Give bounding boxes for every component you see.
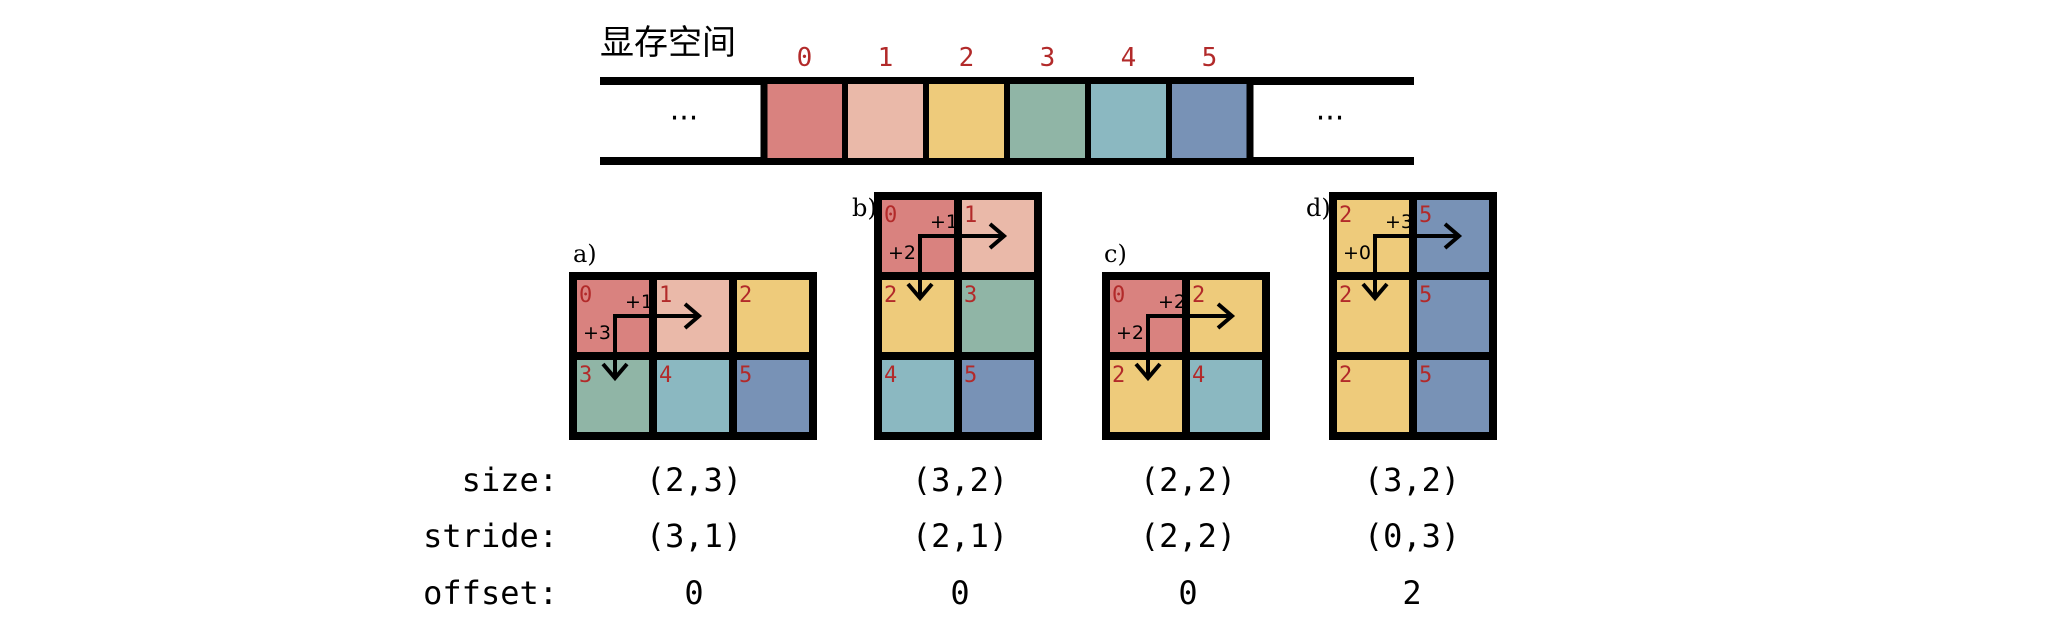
view-cell-index: 2 <box>1192 283 1205 308</box>
memory-index-5: 5 <box>1202 43 1218 73</box>
view-cell-index: 0 <box>1112 283 1125 308</box>
memory-cell-0 <box>761 78 848 164</box>
view-b: b) 0 1 2 3 4 5 +1 +2 (3,2) (2,1) 0 <box>852 192 1042 612</box>
view-cell-index: 1 <box>964 203 977 228</box>
view-offset-value: 0 <box>950 574 969 612</box>
view-stride-value: (0,3) <box>1364 517 1460 555</box>
view-offset-value: 0 <box>684 574 703 612</box>
arrow-right-label: +2 <box>1158 291 1186 313</box>
view-cell-index: 5 <box>964 363 977 388</box>
view-d: d) 2 5 2 5 2 5 +3 +0 (3,2) (0,3) 2 <box>1306 192 1497 612</box>
arrow-down-label: +2 <box>888 242 916 264</box>
memory-title: 显存空间 <box>600 23 736 63</box>
view-size-value: (2,3) <box>646 461 742 499</box>
memory-cell-3 <box>1004 78 1091 164</box>
view-cell-index: 3 <box>579 363 592 388</box>
arrow-right-label: +1 <box>625 291 653 313</box>
view-cell-index: 4 <box>884 363 897 388</box>
view-stride-value: (2,1) <box>912 517 1008 555</box>
view-cell <box>954 352 1042 440</box>
memory-index-3: 3 <box>1040 43 1056 73</box>
view-cell <box>729 352 817 440</box>
row-labels: size: stride: offset: <box>423 461 558 612</box>
view-cell-index: 2 <box>884 283 897 308</box>
view-cell-index: 2 <box>1339 363 1352 388</box>
arrow-stem <box>918 234 1002 296</box>
memory-cell-5 <box>1166 78 1253 164</box>
arrow-down-label: +0 <box>1343 242 1371 264</box>
view-cell-index: 5 <box>1419 363 1432 388</box>
view-cell <box>1182 352 1270 440</box>
view-stride-value: (3,1) <box>646 517 742 555</box>
view-cell-index: 3 <box>964 283 977 308</box>
arrow-right-head <box>1443 222 1463 250</box>
arrow-down-head <box>601 362 629 382</box>
memory-strip: 显存空间 ··· ··· 0 1 2 3 4 5 <box>600 23 1414 165</box>
view-size-value: (3,2) <box>1364 461 1460 499</box>
memory-index-1: 1 <box>878 43 894 73</box>
view-cell-index: 5 <box>1419 283 1432 308</box>
view-cell-index: 2 <box>739 283 752 308</box>
view-cell <box>729 272 817 360</box>
stride-label: stride: <box>423 517 558 555</box>
view-cell-index: 0 <box>579 283 592 308</box>
view-cell-index: 0 <box>884 203 897 228</box>
view-offset-value: 0 <box>1178 574 1197 612</box>
arrow-down-label: +3 <box>583 322 611 344</box>
arrow-right-head <box>988 222 1008 250</box>
arrow-stem <box>1373 234 1457 296</box>
arrow-right-label: +1 <box>930 211 958 233</box>
view-cell-index: 2 <box>1339 203 1352 228</box>
memory-cell-1 <box>842 78 929 164</box>
memory-cell-2 <box>923 78 1010 164</box>
view-label: b) <box>852 194 877 222</box>
view-cell-index: 4 <box>659 363 672 388</box>
view-cell-index: 2 <box>1339 283 1352 308</box>
arrow-right-head <box>683 302 703 330</box>
stride-arrows: +1 +2 <box>888 211 1008 302</box>
view-cell-index: 5 <box>739 363 752 388</box>
arrow-down-label: +2 <box>1116 322 1144 344</box>
memory-index-4: 4 <box>1121 43 1137 73</box>
view-label: a) <box>573 240 597 268</box>
view-cell-index: 2 <box>1112 363 1125 388</box>
view-a: a) 0 1 2 3 4 5 +1 +3 (2,3) (3,1) 0 <box>569 240 817 612</box>
view-cell-index: 5 <box>1419 203 1432 228</box>
view-cell <box>1409 352 1497 440</box>
arrow-right-label: +3 <box>1385 211 1413 233</box>
view-offset-value: 2 <box>1402 574 1421 612</box>
stride-arrows: +3 +0 <box>1343 211 1463 302</box>
memory-ellipsis-right: ··· <box>1316 101 1345 136</box>
memory-ellipsis-left: ··· <box>670 101 699 136</box>
view-stride-value: (2,2) <box>1140 517 1236 555</box>
stride-arrows: +1 +3 <box>583 291 703 382</box>
offset-label: offset: <box>423 574 558 612</box>
arrow-right-head <box>1216 302 1236 330</box>
view-cell-index: 4 <box>1192 363 1205 388</box>
stride-arrows: +2 +2 <box>1116 291 1236 382</box>
arrow-down-head <box>906 282 934 302</box>
size-label: size: <box>462 461 558 499</box>
view-size-value: (3,2) <box>912 461 1008 499</box>
view-c: c) 0 2 2 4 +2 +2 (2,2) (2,2) 0 <box>1102 240 1270 612</box>
view-label: d) <box>1306 194 1331 222</box>
arrow-stem <box>613 314 697 376</box>
arrow-down-head <box>1361 282 1389 302</box>
view-label: c) <box>1104 240 1127 268</box>
memory-cell-4 <box>1085 78 1172 164</box>
arrow-stem <box>1146 314 1230 376</box>
memory-index-0: 0 <box>797 43 813 73</box>
memory-index-2: 2 <box>959 43 975 73</box>
view-cell-index: 1 <box>659 283 672 308</box>
view-cell <box>874 352 962 440</box>
view-size-value: (2,2) <box>1140 461 1236 499</box>
arrow-down-head <box>1134 362 1162 382</box>
